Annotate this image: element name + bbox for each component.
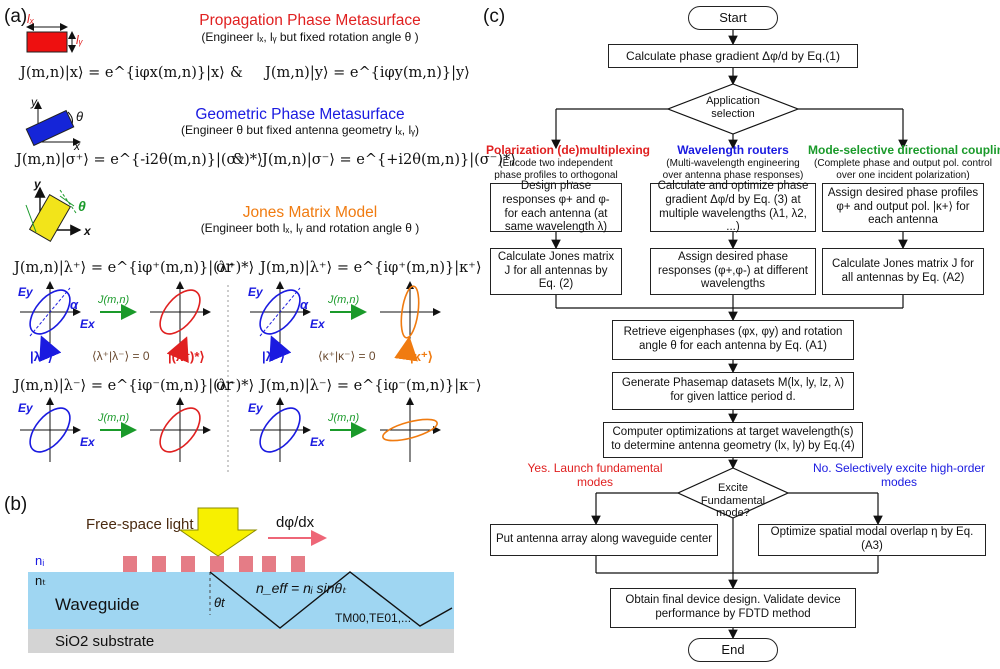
ex-label-r2b: Ex [310,435,325,449]
alpha-label-1: α [70,297,79,312]
modes-label: TM00,TE01,... [335,611,412,625]
geometric-subtitle: (Engineer θ but fixed antenna geometry l… [181,123,419,137]
jmn-label-r2b: J(m,n) [328,412,360,424]
propagation-eq-x: J(m,n)|x⟩ = e^{iφx(m,n)}|x⟩ [20,65,225,81]
jones-ellipses-row2 [20,397,441,462]
phase-gradient-box: Calculate phase gradient Δφ/d by Eq.(1) [608,44,858,68]
jones-title: Jones Matrix Model [242,204,378,221]
decision-diamond-fundamental [676,467,790,519]
col1-title: Polarization (de)multiplexing [486,143,651,157]
geometric-amp: & [232,152,245,168]
panel-label-c: (c) [483,6,506,27]
geo-y-label: y [31,95,37,109]
ni-label: nᵢ [35,553,45,568]
yes-label: Yes. Launch fundamental modes [527,461,663,489]
geometric-eq-plus: J(m,n)|σ⁺⟩ = e^{-i2θ(m,n)}|(σ⁺)*⟩ [16,152,263,168]
excite-fundamental-label: Excite Fundamental mode? [700,482,766,520]
lambda-plus-label: |λ⁺⟩ [30,349,53,364]
ey-label-r2a: Ey [18,401,33,415]
lambda-plus-label-2: |λ⁺⟩ [262,349,285,364]
ex-label-r1b: Ex [310,317,325,331]
col1-design-box: Design phase responses φ+ and φ- for eac… [490,180,622,233]
col3-jones-box: Calculate Jones matrix J for all antenna… [822,248,984,295]
col3-title: Mode-selective directional coupling [808,143,1000,157]
panel-b-graphics [28,507,454,653]
final-design-box: Obtain final device design. Validate dev… [610,588,856,628]
panel-label-b: (b) [4,494,28,515]
jmn-label-r1a: J(m,n) [98,294,130,306]
ly-label: lᵧ [76,33,84,47]
geo-theta-label: θ [76,109,84,124]
col3-assign-box: Assign desired phase profiles φ+ and out… [822,183,984,232]
jones-y-label: y [34,177,41,191]
jones-x-label: x [84,224,91,238]
col2-title: Wavelength routers [677,143,789,157]
jmn-label-r1b: J(m,n) [328,294,360,306]
modal-overlap-box: Optimize spatial modal overlap η by Eq.(… [758,524,986,556]
phasemap-box: Generate Phasemap datasets M(lx, ly, lz,… [612,372,854,410]
theta-t-label: θt [214,595,225,610]
jones-antenna [25,186,82,243]
decision-diamond-application [666,83,800,135]
geometric-title: Geometric Phase Metasurface [195,106,405,123]
free-space-label: Free-space light [86,516,194,533]
alpha-label-2: α [300,297,309,312]
ey-label-r2b: Ey [248,401,263,415]
waveguide-center-box: Put antenna array along waveguide center [490,524,718,556]
col2-desc: (Multi-wavelength engineering over anten… [662,158,804,181]
propagation-subtitle: (Engineer lₓ, lᵧ but fixed rotation angl… [201,30,419,44]
col1-jones-box: Calculate Jones matrix J for all antenna… [490,248,622,295]
jones-eq-lambda-plus-1: J(m,n)|λ⁺⟩ = e^{iφ⁺(m,n)}|(λ⁺)*⟩ [14,260,255,276]
panel-label-a: (a) [4,6,28,27]
dphi-label: dφ/dx [276,514,315,531]
substrate-label: SiO2 substrate [55,633,155,650]
ex-label-r1a: Ex [80,317,95,331]
jones-ellipses-row1 [20,281,441,364]
no-label: No. Selectively excite high-order modes [812,461,986,489]
lx-label: lₓ [27,12,35,26]
eigenphase-box: Retrieve eigenphases (φx, φy) and rotati… [612,320,854,360]
col2-optimize-box: Calculate and optimize phase gradient Δφ… [650,180,816,233]
propagation-amp: & [230,65,243,81]
jmn-label-r2a: J(m,n) [98,412,130,424]
optimization-box: Computer optimizations at target wavelen… [603,422,863,458]
jones-subtitle: (Engineer both lₓ, lᵧ and rotation angle… [200,221,420,235]
propagation-eq-y: J(m,n)|y⟩ = e^{iφy(m,n)}|y⟩ [265,65,470,81]
application-selection-label: Application selection [706,95,760,120]
end-terminal: End [688,638,778,662]
ex-label-r2a: Ex [80,435,95,449]
geometric-antenna [25,101,81,147]
jones-eq-lambda-minus-1: J(m,n)|λ⁻⟩ = e^{iφ⁻(m,n)}|(λ⁻)*⟩ [14,378,255,394]
neff-label: n_eff = nᵢ sinθₜ [256,580,347,596]
lambda-plus-star-label: |(λ⁺)*⟩ [168,349,205,364]
start-terminal: Start [688,6,778,30]
ortho-kappa-label: ⟨κ⁺|κ⁻⟩ = 0 [318,349,376,363]
geometric-eq-minus: J(m,n)|σ⁻⟩ = e^{+i2θ(m,n)}|(σ⁻)*⟩ [262,152,516,168]
waveguide-label: Waveguide [55,595,140,614]
or-label-1: or [216,257,234,276]
or-label-2: or [216,375,234,394]
ortho-lambda-label: ⟨λ⁺|λ⁻⟩ = 0 [92,349,150,363]
ey-label-r1a: Ey [18,285,33,299]
jones-eq-lambda-plus-2: J(m,n)|λ⁺⟩ = e^{iφ⁺(m,n)}|κ⁺⟩ [260,260,482,276]
jones-eq-lambda-minus-2: J(m,n)|λ⁻⟩ = e^{iφ⁻(m,n)}|κ⁻⟩ [260,378,482,394]
geo-x-label: x [74,139,80,153]
kappa-plus-label: |κ⁺⟩ [410,349,433,364]
col3-desc: (Complete phase and output pol. control … [814,158,992,181]
jones-theta-label: θ [78,198,86,214]
nt-label: nₜ [35,573,47,588]
flow-connectors [551,30,908,640]
propagation-antenna [26,23,76,53]
propagation-title: Propagation Phase Metasurface [199,12,421,29]
ey-label-r1b: Ey [248,285,263,299]
col2-assign-box: Assign desired phase responses (φ+,φ-) a… [650,248,816,295]
